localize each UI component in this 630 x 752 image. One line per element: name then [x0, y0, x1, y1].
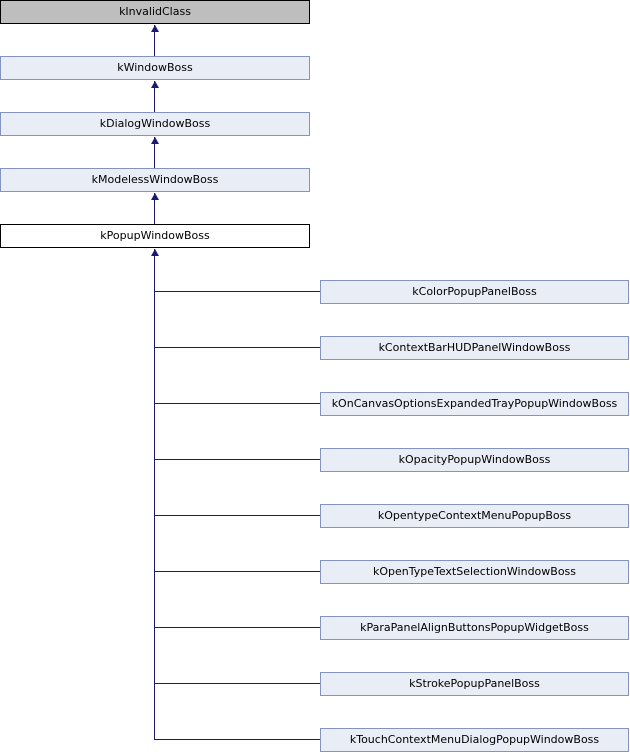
derived-branch-line [155, 683, 320, 684]
inheritance-edge-line [154, 25, 155, 56]
inheritance-edge-line [154, 137, 155, 168]
class-box-kopentypecontextmenupopupboss[interactable]: kOpentypeContextMenuPopupBoss [320, 504, 629, 528]
inheritance-edge-line [154, 81, 155, 112]
arrow-up-icon [151, 193, 159, 200]
inheritance-edge-line [154, 193, 155, 224]
arrow-up-icon [151, 25, 159, 32]
class-box-ktouchcontextmenudialogpopupwindowboss[interactable]: kTouchContextMenuDialogPopupWindowBoss [320, 728, 629, 752]
class-box-kpopupwindowboss: kPopupWindowBoss [0, 224, 310, 248]
arrow-up-icon [151, 81, 159, 88]
class-box-kparapanelalignbuttonspopupwidgetboss[interactable]: kParaPanelAlignButtonsPopupWidgetBoss [320, 616, 629, 640]
arrow-up-icon [151, 249, 159, 256]
class-box-kwindowboss[interactable]: kWindowBoss [0, 56, 310, 80]
derived-branch-line [155, 739, 320, 740]
derived-branch-line [155, 515, 320, 516]
derived-branch-line [155, 627, 320, 628]
class-box-kcontextbarhudpanelwindowboss[interactable]: kContextBarHUDPanelWindowBoss [320, 336, 629, 360]
class-box-kcolorpopuppanelboss[interactable]: kColorPopupPanelBoss [320, 280, 629, 304]
class-box-kdialogwindowboss[interactable]: kDialogWindowBoss [0, 112, 310, 136]
derived-branch-line [155, 291, 320, 292]
derived-branch-line [155, 571, 320, 572]
class-box-kmodelesswindowboss[interactable]: kModelessWindowBoss [0, 168, 310, 192]
class-box-koncanvasoptionsexpandedtraypopupwindowboss[interactable]: kOnCanvasOptionsExpandedTrayPopupWindowB… [320, 392, 629, 416]
class-box-kstrokepopuppanelboss[interactable]: kStrokePopupPanelBoss [320, 672, 629, 696]
derived-branch-line [155, 459, 320, 460]
derived-branch-line [155, 403, 320, 404]
class-box-kinvalidclass: kInvalidClass [0, 0, 310, 24]
arrow-up-icon [151, 137, 159, 144]
derived-branch-line [155, 347, 320, 348]
derived-trunk-line [154, 249, 155, 740]
class-box-kopentypetextselectionwindowboss[interactable]: kOpenTypeTextSelectionWindowBoss [320, 560, 629, 584]
class-box-kopacitypopupwindowboss[interactable]: kOpacityPopupWindowBoss [320, 448, 629, 472]
